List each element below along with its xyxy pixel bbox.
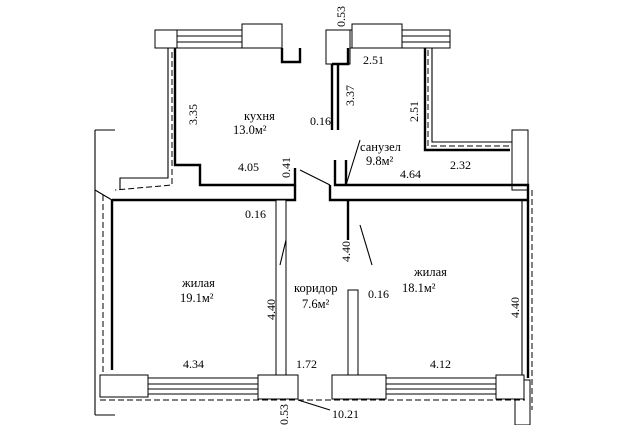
dim-corr-partition-right: 0.16 <box>368 287 389 301</box>
left-room-wall <box>112 185 297 202</box>
kitchen-window-pier <box>241 23 283 49</box>
dim-kitchen-width: 4.05 <box>238 160 259 174</box>
corridor-partition-right <box>347 289 359 376</box>
bottom-wall-mid-right-pier <box>331 374 387 400</box>
dim-kitchen-right: 3.37 <box>343 85 357 106</box>
bottom-window-left <box>147 377 259 395</box>
door-corridor-left <box>279 239 287 266</box>
bathroom-name: санузел <box>360 140 401 154</box>
dim-total-width: 10.21 <box>332 407 359 421</box>
bath-right-dash <box>427 50 512 147</box>
door-corridor-right <box>359 224 373 266</box>
right-outer-wall-top <box>511 129 529 191</box>
bath-top-pier <box>351 23 403 49</box>
kitchen-top-inner <box>280 48 302 64</box>
corridor-area: 7.6м² <box>302 297 330 311</box>
kitchen-left-outer <box>119 48 169 190</box>
bottom-wall-left-pier <box>99 374 149 398</box>
living-right-name: жилая <box>413 265 447 279</box>
dim-kitchen-partition: 0.16 <box>310 114 331 128</box>
dim-bath-right: 2.51 <box>407 101 421 122</box>
bottom-window-right <box>385 377 497 395</box>
kitchen-left-dash <box>114 52 173 191</box>
left-room-outer-line <box>94 189 113 201</box>
bath-right-outer <box>431 48 516 143</box>
bath-right-wall <box>423 48 510 152</box>
dim-corr-partition-top: 0.16 <box>245 207 266 221</box>
living-right-area: 18.1м² <box>402 281 436 295</box>
door-kitchen <box>299 169 331 186</box>
corridor-name: коридор <box>294 281 338 295</box>
dim-kitchen-left: 3.35 <box>186 104 200 125</box>
door-bath <box>345 139 361 186</box>
living-left-name: жилая <box>181 276 215 290</box>
dim-right-room-width: 4.12 <box>430 357 451 371</box>
kitchen-left-wall <box>173 48 297 187</box>
dim-door-wall: 0.41 <box>279 157 293 178</box>
room-labels: кухня 13.0м² санузел 9.8м² жилая 19.1м² … <box>180 109 447 311</box>
dim-bottom-wall: 0.53 <box>277 404 291 425</box>
dim-corridor-width: 1.72 <box>296 357 317 371</box>
dim-top-wall: 0.53 <box>334 6 348 27</box>
dim-bath-width: 4.64 <box>400 167 421 181</box>
living-left-area: 19.1м² <box>180 291 214 305</box>
bathroom-area: 9.8м² <box>366 154 394 168</box>
dim-line-bottom <box>297 399 331 411</box>
kitchen-top-wall-left <box>154 29 178 49</box>
bottom-wall-mid-left-pier <box>257 374 299 400</box>
dim-bath-top: 2.51 <box>363 53 384 67</box>
dim-corr-right-wall: 4.40 <box>339 241 353 262</box>
bath-top-pier-left <box>325 29 351 65</box>
corridor-partition-left <box>275 199 287 376</box>
bath-bottom-wall <box>328 160 530 202</box>
kitchen-area: 13.0м² <box>233 123 267 137</box>
dimension-labels: 0.53 3.35 3.37 0.16 2.51 2.51 4.05 0.41 … <box>183 6 522 425</box>
walls <box>94 23 533 425</box>
kitchen-name: кухня <box>244 109 275 123</box>
dim-left-room-width: 4.34 <box>183 357 204 371</box>
dim-bath-side: 2.32 <box>450 158 471 172</box>
dim-corr-left-wall: 4.40 <box>264 299 278 320</box>
bottom-wall-right-pier <box>495 374 525 400</box>
dim-right-room-height: 4.40 <box>508 297 522 318</box>
